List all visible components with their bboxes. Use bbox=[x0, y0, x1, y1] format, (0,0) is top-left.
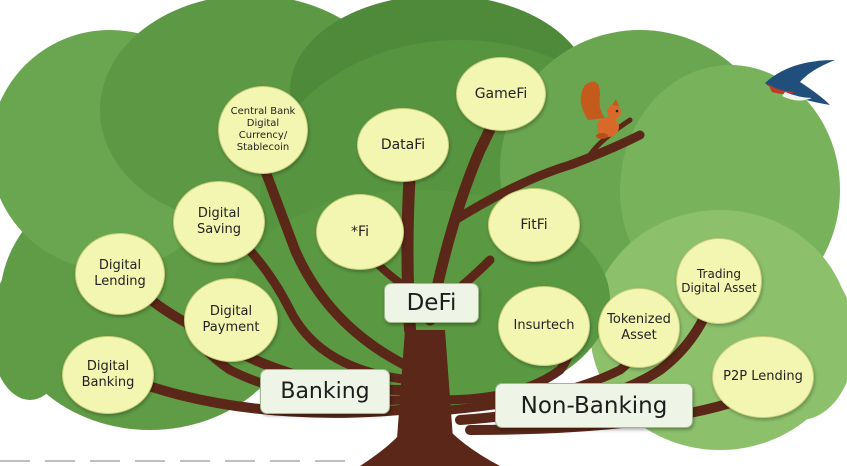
node-tokenized-asset: Tokenized Asset bbox=[598, 288, 680, 368]
node-gamefi: GameFi bbox=[456, 57, 546, 131]
hub-banking: Banking bbox=[260, 369, 390, 414]
node-trading-digital-asset: Trading Digital Asset bbox=[676, 238, 762, 324]
node-cbdc: Central Bank Digital Currency/ Stablecoi… bbox=[218, 86, 308, 174]
bird-icon bbox=[765, 60, 835, 105]
node-p2p-lending: P2P Lending bbox=[712, 336, 814, 418]
node-digital-lending: Digital Lending bbox=[75, 233, 165, 315]
squirrel-icon bbox=[580, 81, 621, 139]
node-fitfi: FitFi bbox=[488, 188, 580, 262]
node-digital-saving: Digital Saving bbox=[173, 181, 265, 263]
hub-defi: DeFi bbox=[384, 283, 479, 323]
node-datafi: DataFi bbox=[357, 108, 449, 182]
node-digital-banking: Digital Banking bbox=[62, 336, 154, 414]
node-digital-payment: Digital Payment bbox=[184, 278, 278, 362]
node-star-fi: *Fi bbox=[316, 194, 404, 270]
hub-non-banking: Non-Banking bbox=[495, 383, 693, 428]
node-insurtech: Insurtech bbox=[498, 286, 590, 366]
